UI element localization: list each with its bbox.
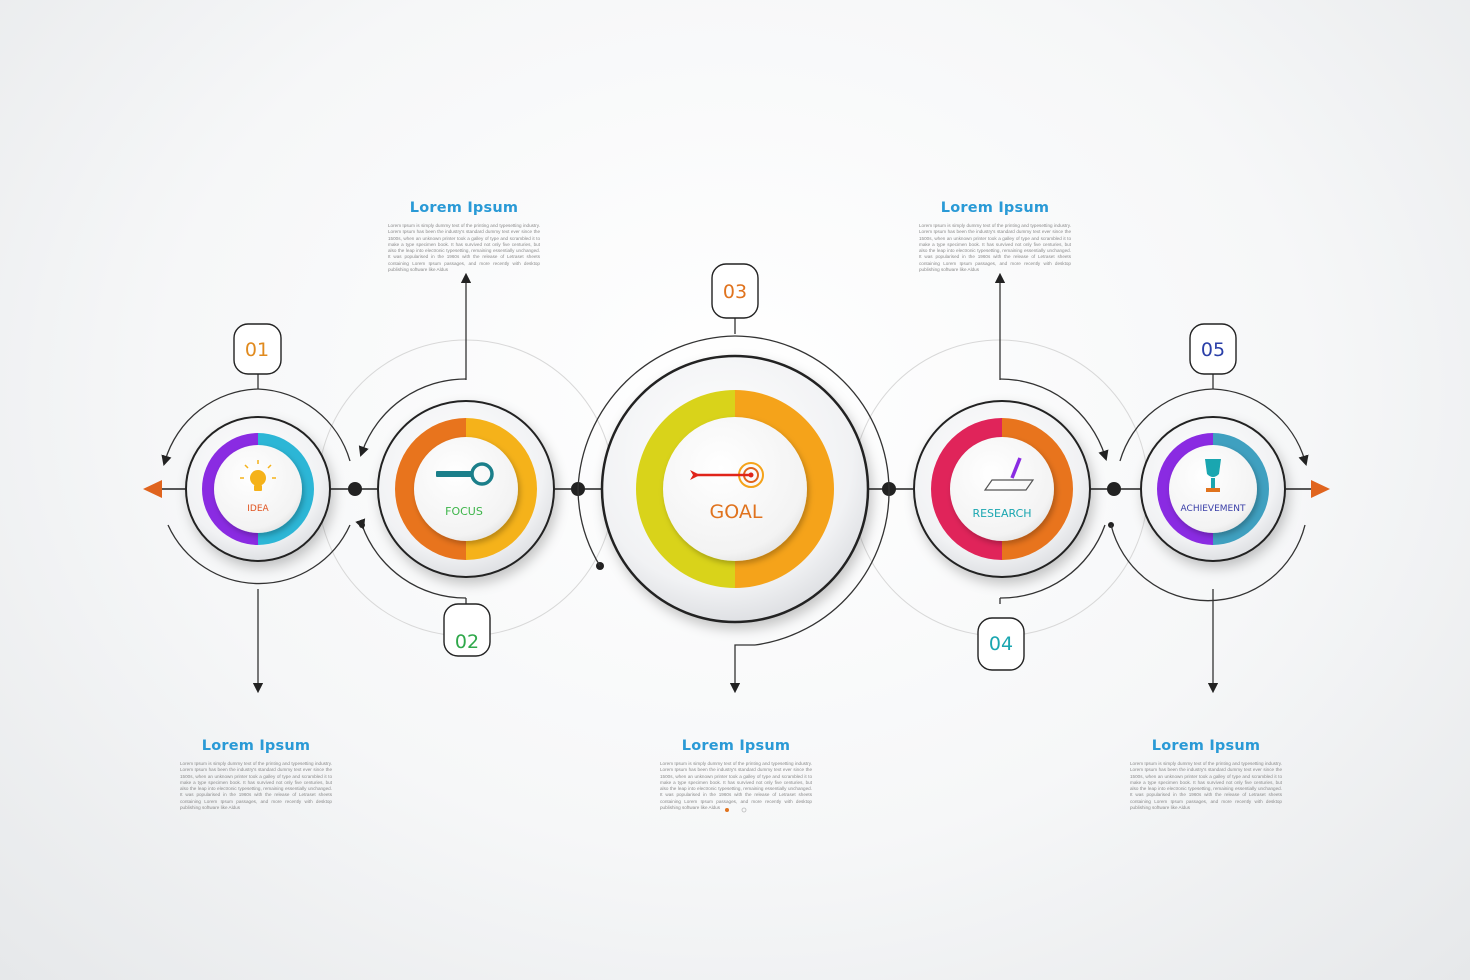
step-04-arc-b xyxy=(931,418,1002,560)
step-01-label: IDEA xyxy=(247,504,269,514)
magnifier-icon xyxy=(436,462,494,486)
pen-paper-icon xyxy=(983,457,1035,491)
step-04: RESEARCH 04 xyxy=(913,400,1091,671)
step-05-label: ACHIEVEMENT xyxy=(1181,504,1246,514)
step-03-badge xyxy=(711,263,759,319)
step-02: FOCUS 02 xyxy=(377,400,555,657)
text-block-3-body: Lorem Ipsum is simply dummy text of the … xyxy=(180,761,332,811)
text-block-1-body: Lorem Ipsum is simply dummy text of the … xyxy=(388,223,540,273)
step-03-number: 03 xyxy=(723,281,747,303)
step-02-arc-a xyxy=(466,418,537,560)
lightbulb-icon xyxy=(240,460,276,491)
step-04-label: RESEARCH xyxy=(972,507,1031,520)
step-02-number: 02 xyxy=(455,631,479,653)
text-block-4-body: Lorem Ipsum is simply dummy text of the … xyxy=(660,761,812,811)
step-04-badge xyxy=(977,617,1025,671)
step-03-arc-b xyxy=(636,390,735,588)
text-block-3: Lorem Ipsum Lorem Ipsum is simply dummy … xyxy=(180,738,332,811)
step-02-arc-b xyxy=(395,418,466,560)
target-arrow-icon xyxy=(690,462,764,488)
step-01-number: 01 xyxy=(245,339,269,361)
text-block-2: Lorem Ipsum Lorem Ipsum is simply dummy … xyxy=(919,200,1071,273)
step-01-badge xyxy=(233,323,282,375)
text-block-4-title: Lorem Ipsum xyxy=(681,738,791,754)
step-01: IDEA 01 xyxy=(185,323,331,562)
text-block-2-body: Lorem Ipsum is simply dummy text of the … xyxy=(919,223,1071,273)
step-03-label: GOAL xyxy=(710,501,763,523)
vertical-connectors xyxy=(252,272,1219,694)
text-block-5: Lorem Ipsum Lorem Ipsum is simply dummy … xyxy=(1130,738,1282,811)
step-05-badge xyxy=(1189,323,1237,375)
text-block-1: Lorem Ipsum Lorem Ipsum is simply dummy … xyxy=(388,200,540,273)
connector-arcs xyxy=(161,335,1309,646)
pager-dots xyxy=(725,807,747,813)
trophy-icon xyxy=(1205,459,1221,492)
right-arrow-icon xyxy=(1311,480,1330,498)
text-block-5-title: Lorem Ipsum xyxy=(1151,738,1261,754)
step-03-arc-a xyxy=(735,390,834,588)
step-05: ACHIEVEMENT 05 xyxy=(1140,323,1286,562)
step-02-badge xyxy=(443,603,491,657)
step-04-arc-a xyxy=(1002,418,1073,560)
text-block-5-body: Lorem Ipsum is simply dummy text of the … xyxy=(1130,761,1282,811)
step-02-label: FOCUS xyxy=(445,505,483,518)
text-block-1-title: Lorem Ipsum xyxy=(409,200,519,216)
text-block-4: Lorem Ipsum Lorem Ipsum is simply dummy … xyxy=(660,738,812,811)
step-04-number: 04 xyxy=(989,633,1013,655)
step-05-number: 05 xyxy=(1201,339,1225,361)
step-03: GOAL 03 xyxy=(600,263,870,624)
left-arrow-icon xyxy=(143,480,162,498)
text-block-2-title: Lorem Ipsum xyxy=(940,200,1050,216)
text-block-3-title: Lorem Ipsum xyxy=(201,738,311,754)
